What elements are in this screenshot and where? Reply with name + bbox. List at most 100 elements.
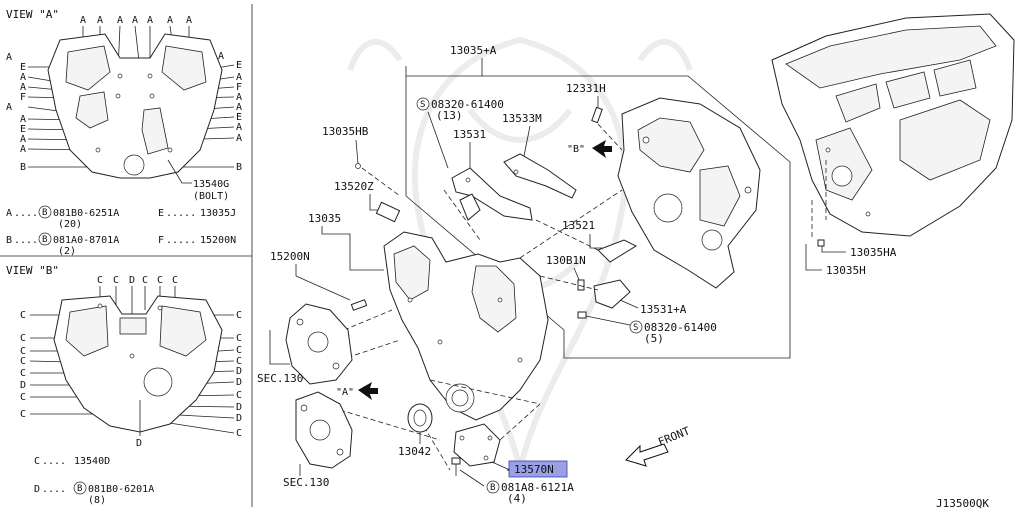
view-a-callout: B	[236, 162, 242, 173]
legend-circle-letter: B	[42, 208, 47, 218]
svg-text:.....: .....	[166, 235, 196, 246]
water-pump-housing-lower	[295, 391, 353, 469]
view-a-callout: A	[218, 51, 224, 62]
view-b-callout: C	[236, 345, 242, 356]
b-circle-icon	[38, 232, 52, 246]
view-a-callout: A	[20, 72, 26, 83]
b-circle-icon	[73, 481, 87, 495]
part-qty-5: (5)	[644, 332, 664, 345]
front-label: FRONT	[656, 424, 692, 449]
legend-part: 13035J	[200, 208, 236, 219]
svg-text:....: ....	[42, 456, 66, 467]
view-a-callout: A	[20, 144, 26, 155]
view-b-callout: C	[142, 275, 148, 286]
part-label-08320-61400: 08320-61400	[431, 98, 504, 111]
legend-key: B	[6, 235, 12, 246]
view-b-callout: C	[20, 409, 26, 420]
view-b-callout: C	[172, 275, 178, 286]
view-b-callout: C	[157, 275, 163, 286]
view-b-callout: C	[97, 275, 103, 286]
view-b-cover-outline	[53, 295, 223, 433]
view-a-callout: A	[236, 92, 242, 103]
view-b-callout: C	[236, 310, 242, 321]
part-label-13531: 13531	[453, 128, 486, 141]
view-a-callout: A	[6, 52, 12, 63]
view-b-marker: "B"	[567, 144, 585, 155]
view-b-callout: C	[20, 346, 26, 357]
view-a-callout: A	[236, 72, 242, 83]
view-a-callout: A	[20, 134, 26, 145]
legend-key: F	[158, 235, 164, 246]
bolt-part	[451, 457, 461, 476]
view-a-callout: A	[80, 15, 86, 26]
view-b-callout: D	[129, 275, 135, 286]
view-b-callout: D	[20, 380, 26, 391]
s-circle-icon	[629, 320, 643, 334]
legend-qty: (20)	[58, 219, 82, 230]
s-circle-letter: S	[420, 100, 425, 110]
b-circle-icon	[486, 480, 500, 494]
view-b-callout: C	[20, 310, 26, 321]
view-a-callout: E	[20, 124, 26, 135]
lower-chain-guide	[593, 279, 631, 309]
view-b-callout: C	[20, 356, 26, 367]
part-label-13531a: 13531+A	[640, 303, 687, 316]
view-a-legend: A .... B 081B0-6251A (20) E ..... 13035J…	[6, 205, 236, 257]
part-label-13570n[interactable]: 13570N	[514, 463, 554, 476]
view-a-callout: A	[132, 15, 138, 26]
engine-block	[771, 13, 1015, 237]
part-label-13042: 13042	[398, 445, 431, 458]
front-direction-indicator: FRONT	[625, 424, 692, 467]
view-a-callout: F	[236, 82, 242, 93]
part-label-13035h: 13035H	[826, 264, 866, 277]
part-label-13533m: 13533M	[502, 112, 542, 125]
view-a-callout: A	[97, 15, 103, 26]
part-label-081a8-6121a: 081A8-6121A	[501, 481, 574, 494]
view-a-callout: A	[236, 122, 242, 133]
part-qty-4: (4)	[507, 492, 527, 505]
view-b-callout: C	[236, 333, 242, 344]
view-a-top-letters: A A A A A A A	[80, 15, 192, 26]
view-b-callout: C	[20, 368, 26, 379]
legend-code: 081B0-6251A	[53, 208, 119, 219]
legend-circle-letter: B	[42, 235, 47, 245]
legend-part: 13540D	[74, 456, 110, 467]
view-a-panel: VIEW "A" A A A A A A A A E A A F A A E A…	[6, 8, 242, 257]
view-b-callout: C	[236, 390, 242, 401]
view-a-right-letters: A E A F A A E A A B	[218, 51, 242, 173]
water-pump-housing-upper	[285, 303, 353, 385]
legend-qty: (8)	[88, 495, 106, 506]
b-circle-letter: B	[490, 483, 495, 493]
b-circle-icon	[38, 205, 52, 219]
part-label-13520z: 13520Z	[334, 180, 374, 193]
view-a-title: VIEW "A"	[6, 8, 59, 21]
s-circle-letter: S	[633, 323, 638, 333]
view-b-legend: C .... 13540D D .... B 081B0-6201A (8)	[34, 456, 154, 506]
view-b-callout: D	[136, 438, 142, 449]
view-a-callout: E	[236, 112, 242, 123]
part-label-13521: 13521	[562, 219, 595, 232]
part-label-13035hb: 13035HB	[322, 125, 369, 138]
svg-text:.....: .....	[166, 208, 196, 219]
section-ref-130-upper: SEC.130	[257, 372, 303, 385]
diagram-id: J13500QK	[936, 497, 989, 510]
legend-code: 081A0-8701A	[53, 235, 119, 246]
view-a-callout: A	[186, 15, 192, 26]
view-b-callout: C	[236, 428, 242, 439]
svg-text:-: -	[505, 463, 512, 476]
view-b-callout: D	[236, 377, 242, 388]
timing-chain-guide	[451, 153, 577, 221]
rear-timing-cover	[617, 97, 761, 289]
view-a-callout: A	[236, 133, 242, 144]
legend-part: 15200N	[200, 235, 236, 246]
view-b-callout: D	[236, 366, 242, 377]
svg-text:....: ....	[14, 208, 38, 219]
legend-key: A	[6, 208, 12, 219]
view-b-callout: C	[113, 275, 119, 286]
part-label-13081n: 130B1N	[546, 254, 586, 267]
view-a-callout: F	[20, 92, 26, 103]
view-b-title: VIEW "B"	[6, 264, 59, 277]
highlight-13570n[interactable]	[508, 460, 568, 478]
part-label-15200n: 15200N	[270, 250, 310, 263]
